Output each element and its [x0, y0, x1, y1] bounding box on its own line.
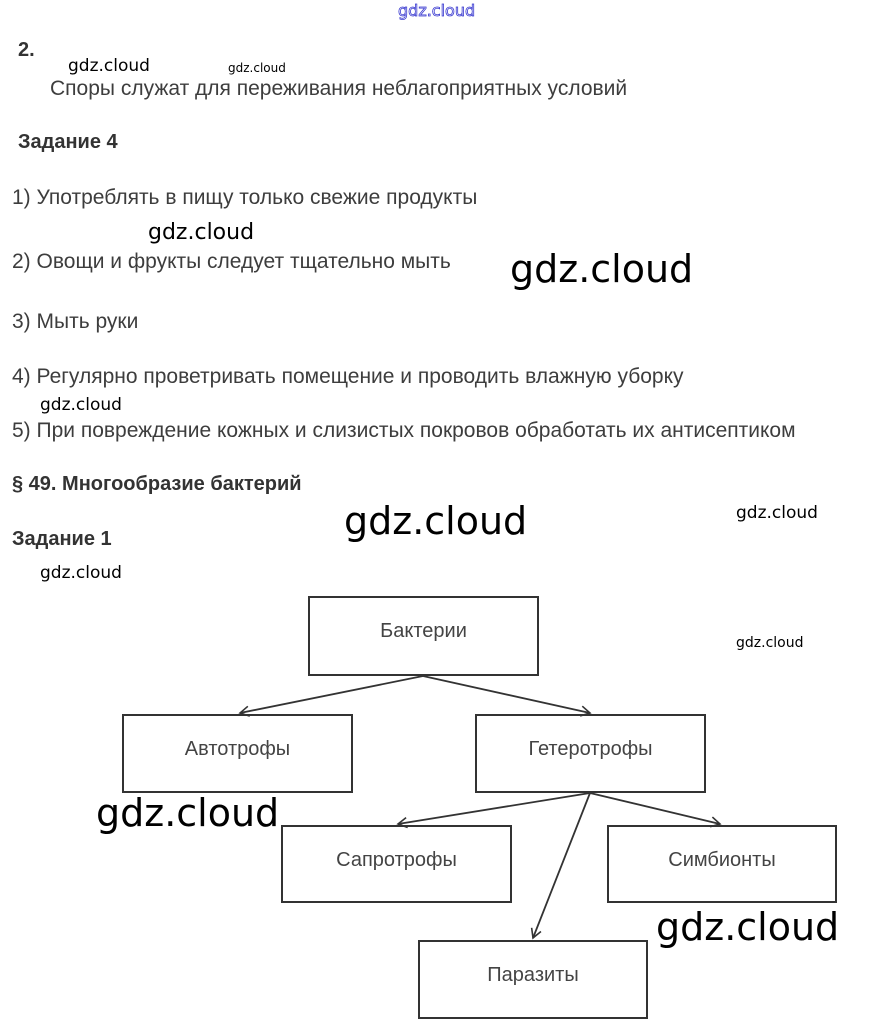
section-text: Споры служат для переживания неблагоприя… — [50, 77, 628, 100]
paragraph-title: § 49. Многообразие бактерий — [12, 473, 302, 495]
arrow-heterotrophs-parasites — [530, 792, 591, 940]
arrow-heterotrophs-symbionts — [589, 792, 722, 828]
watermark: gdz.cloud — [40, 563, 122, 583]
task4-item: 4) Регулярно проветривать помещение и пр… — [12, 365, 684, 388]
task4-item: 3) Мыть руки — [12, 310, 139, 333]
node-label: Бактерии — [380, 620, 467, 642]
watermark: gdz.cloud — [736, 635, 804, 651]
task4-title: Задание 4 — [18, 131, 118, 153]
node-parasites: Паразиты — [418, 940, 648, 1019]
watermark: gdz.cloud — [510, 247, 694, 291]
node-autotrophs: Автотрофы — [122, 714, 353, 793]
watermark: gdz.cloud — [398, 1, 476, 20]
node-bacteria: Бактерии — [308, 596, 539, 676]
task1-title: Задание 1 — [12, 528, 112, 550]
arrow-root-heterotrophs — [422, 675, 592, 717]
node-label: Паразиты — [487, 964, 579, 986]
node-label: Гетеротрофы — [528, 738, 653, 760]
arrow-heterotrophs-saprotrophs — [396, 792, 591, 829]
node-label: Автотрофы — [184, 738, 291, 760]
task4-item: 2) Овощи и фрукты следует тщательно мыть — [12, 250, 451, 273]
watermark: gdz.cloud — [68, 56, 150, 76]
task4-item: 5) При повреждение кожных и слизистых по… — [12, 419, 796, 442]
section-number: 2. — [18, 39, 35, 61]
watermark: gdz.cloud — [40, 395, 122, 415]
watermark: gdz.cloud — [96, 791, 280, 835]
node-label: Симбионты — [668, 849, 776, 871]
watermark: gdz.cloud — [344, 499, 528, 543]
node-symbionts: Симбионты — [607, 825, 837, 903]
watermark: gdz.cloud — [228, 61, 286, 75]
task4-item: 1) Употреблять в пищу только свежие прод… — [12, 186, 478, 209]
arrow-root-autotrophs — [238, 675, 424, 717]
node-label: Сапротрофы — [336, 849, 457, 871]
watermark: gdz.cloud — [736, 503, 818, 523]
watermark: gdz.cloud — [656, 905, 840, 949]
node-saprotrophs: Сапротрофы — [281, 825, 512, 903]
node-heterotrophs: Гетеротрофы — [475, 714, 706, 793]
watermark: gdz.cloud — [148, 220, 255, 245]
